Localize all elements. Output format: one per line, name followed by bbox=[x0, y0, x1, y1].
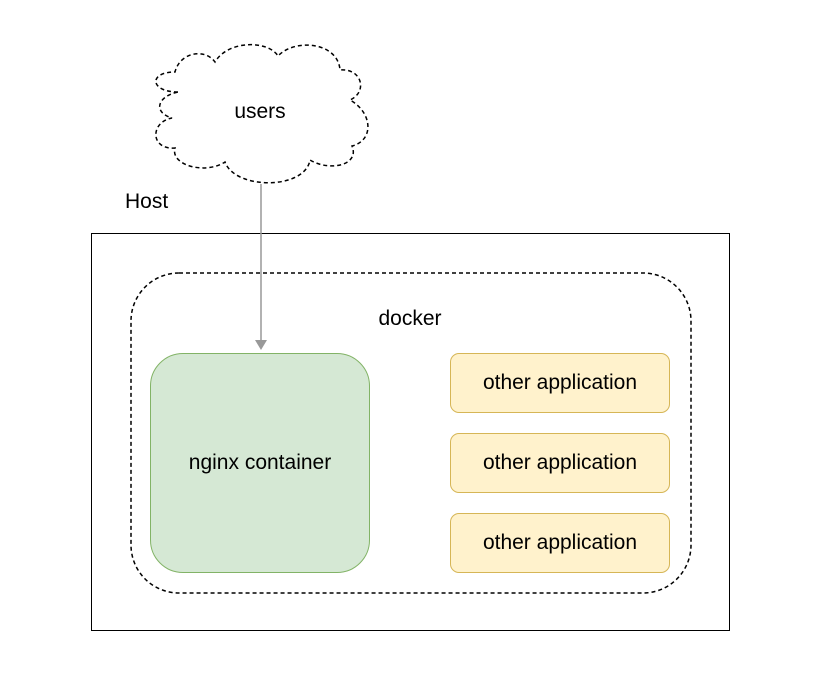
other-application-box: other application bbox=[450, 433, 670, 493]
nginx-container-label: nginx container bbox=[188, 451, 332, 474]
nginx-container-box: nginx container bbox=[150, 353, 370, 573]
other-application-label: other application bbox=[482, 371, 638, 394]
users-cloud-icon bbox=[155, 44, 369, 184]
host-box bbox=[91, 233, 730, 631]
docker-label: docker bbox=[378, 307, 442, 330]
other-application-box: other application bbox=[450, 353, 670, 413]
other-application-label: other application bbox=[482, 531, 638, 554]
users-label: users bbox=[234, 100, 286, 123]
docker-group bbox=[130, 272, 692, 594]
other-application-label: other application bbox=[482, 451, 638, 474]
other-application-box: other application bbox=[450, 513, 670, 573]
host-label: Host bbox=[125, 190, 169, 213]
